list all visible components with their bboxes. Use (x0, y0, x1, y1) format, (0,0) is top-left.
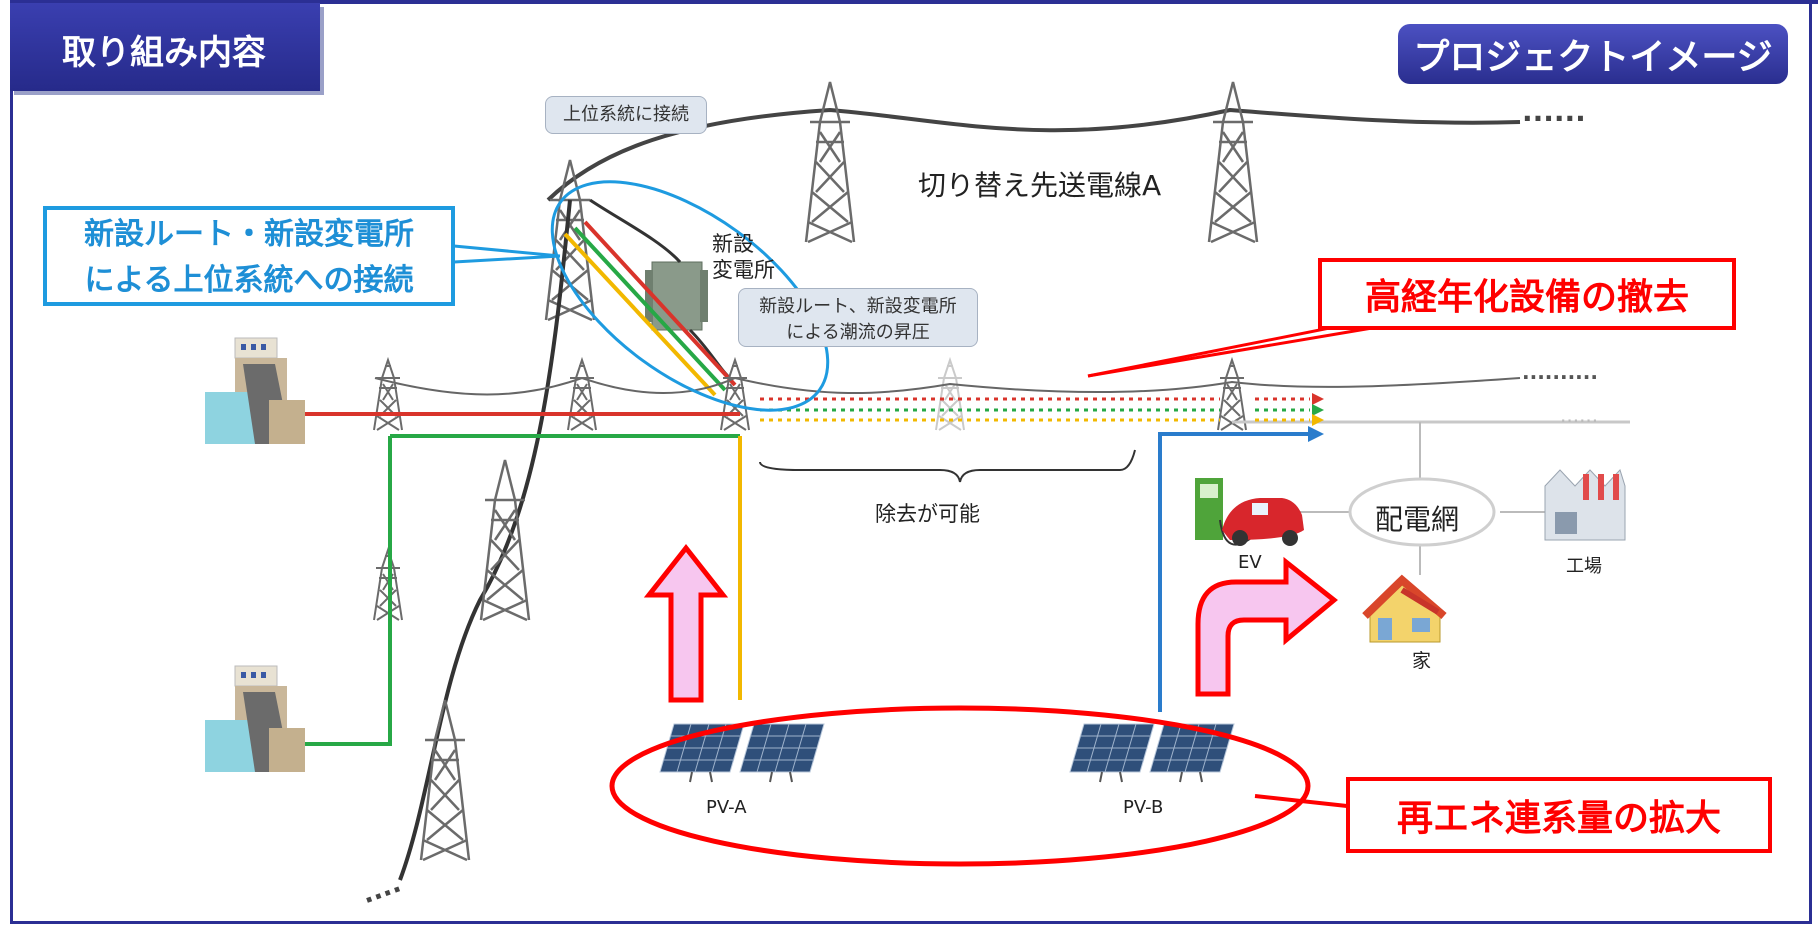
ev-label: EV (1238, 552, 1262, 573)
svg-text:··········: ·········· (1522, 365, 1598, 389)
callout-new-route-line2: による上位系統への接続 (84, 263, 414, 298)
bubble-boost: 新設ルート、新設変電所 による潮流の昇圧 (738, 288, 978, 347)
svg-text:······: ······ (1560, 409, 1598, 433)
section-tab-label: 取り組み内容 (62, 33, 266, 73)
switch-line-label: 切り替え先送電線A (918, 169, 1162, 202)
callout-new-route-line1: 新設ルート・新設変電所 (84, 217, 414, 252)
substation-label-2: 変電所 (712, 258, 775, 282)
svg-text:····: ···· (360, 875, 407, 917)
top-border (10, 0, 1818, 4)
substation-label-1: 新設 (712, 232, 754, 256)
page-frame (10, 0, 1812, 924)
svg-text:······: ······ (1522, 102, 1586, 135)
callout-renewable-expansion: 再エネ連系量の拡大 (1346, 777, 1772, 853)
bubble-upper-connection: 上位系統に接続 (545, 96, 707, 134)
project-image-tag: プロジェクトイメージ (1398, 24, 1788, 84)
section-tab: 取り組み内容 (10, 3, 320, 91)
pv-a-label: PV-A (706, 797, 747, 818)
grid-label: 配電網 (1375, 503, 1460, 536)
factory-label: 工場 (1566, 556, 1602, 577)
callout-aging-removal: 高経年化設備の撤去 (1318, 258, 1736, 330)
bubble-boost-line2: による潮流の昇圧 (786, 322, 930, 343)
pv-b-label: PV-B (1123, 797, 1164, 818)
removable-label: 除去が可能 (875, 502, 980, 526)
callout-new-route: 新設ルート・新設変電所 による上位系統への接続 (43, 206, 455, 306)
house-label: 家 (1412, 650, 1432, 672)
bubble-boost-line1: 新設ルート、新設変電所 (759, 296, 957, 317)
